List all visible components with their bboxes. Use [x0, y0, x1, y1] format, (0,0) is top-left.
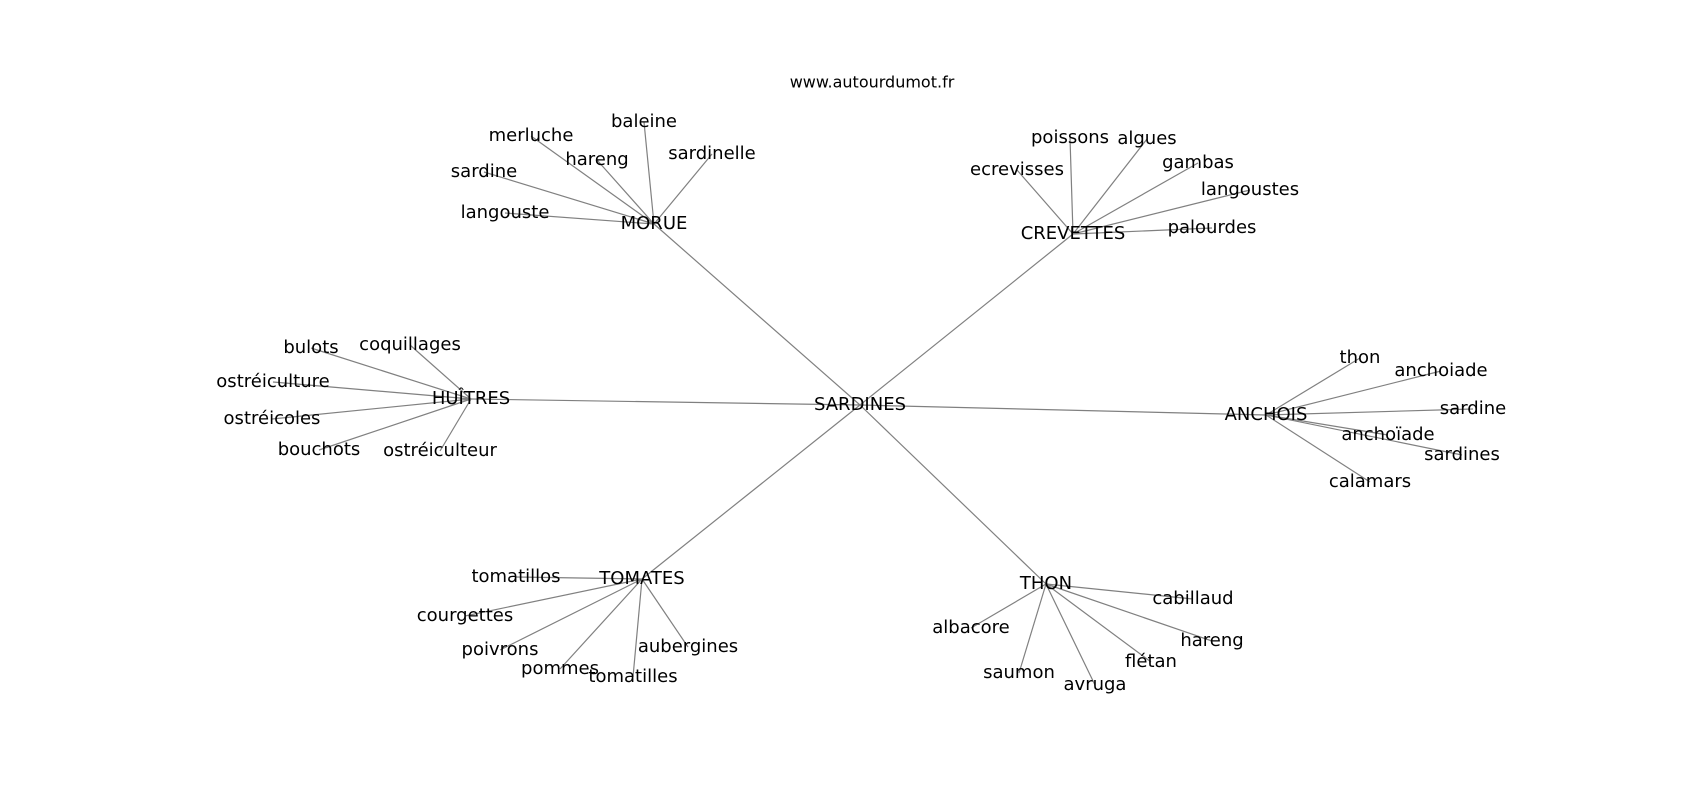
edge-center-thon [859, 404, 1047, 585]
leaf-node-crevettes-gambas: gambas [1162, 152, 1234, 173]
edge-center-crevettes [859, 233, 1074, 406]
leaf-node-morue-langouste: langouste [461, 202, 550, 223]
leaf-node-huitres-ostreicoles: ostréicoles [224, 408, 321, 429]
edge-huitres-ostreicoles [271, 398, 472, 420]
leaf-node-morue-sardinelle: sardinelle [668, 143, 755, 164]
edge-huitres-coquillages [409, 344, 472, 400]
leaf-node-huitres-ostreiculteur: ostréiculteur [383, 440, 497, 461]
hub-node-thon: THON [1019, 573, 1072, 594]
edge-morue-merluche [530, 135, 655, 225]
edge-anchois-sardines [1265, 414, 1463, 456]
leaf-node-crevettes-palourdes: palourdes [1168, 217, 1257, 238]
edge-tomates-poivrons [499, 578, 643, 651]
hub-node-tomates: TOMATES [598, 568, 684, 589]
edge-anchois-sardine [1265, 408, 1474, 416]
edge-morue-sardine [483, 171, 655, 225]
leaf-node-tomates-aubergines: aubergines [638, 636, 738, 657]
leaf-node-huitres-ostreiculture: ostréiculture [216, 371, 329, 392]
edge-morue-hareng [596, 159, 655, 225]
label-layer: SARDINES MORUE baleine merluche hareng sardin… [216, 111, 1506, 695]
edge-layer [271, 121, 1474, 686]
edge-center-anchois [859, 404, 1267, 416]
edge-huitres-ostreiculteur [439, 398, 472, 452]
leaf-node-anchois-sardines: sardines [1424, 444, 1500, 465]
edge-thon-saumon [1018, 583, 1047, 674]
edge-thon-avruga [1045, 583, 1096, 686]
leaf-node-huitres-coquillages: coquillages [359, 334, 461, 355]
leaf-node-anchois-anchoiade: anchoïade [1341, 424, 1434, 445]
edge-tomates-tomatillos [515, 576, 643, 580]
hub-node-anchois: ANCHOIS [1225, 404, 1308, 425]
edge-crevettes-ecrevisses [1016, 169, 1074, 235]
leaf-node-thon-fletan: flétan [1125, 651, 1177, 672]
leaf-node-morue-baleine: baleine [611, 111, 677, 132]
leaf-node-crevettes-ecrevisses: ecrevisses [970, 159, 1064, 180]
edge-tomates-courgettes [464, 578, 643, 617]
hub-node-morue: MORUE [621, 213, 688, 234]
center-node-label: SARDINES [814, 394, 906, 415]
edge-morue-langouste [504, 212, 655, 225]
edge-huitres-ostreiculture [272, 381, 472, 400]
watermark: www.autourdumot.fr [790, 73, 955, 92]
leaf-node-anchois-calamars: calamars [1329, 471, 1411, 492]
leaf-node-tomates-pommes: pommes [521, 658, 599, 679]
edge-crevettes-langoustes [1072, 189, 1251, 235]
edge-center-morue [653, 223, 861, 406]
edge-huitres-bouchots [318, 398, 472, 451]
edge-morue-baleine [643, 121, 655, 225]
edge-anchois-anchoiade [1265, 370, 1442, 416]
edge-anchois-calamars [1265, 414, 1371, 483]
edge-thon-fletan [1045, 583, 1152, 663]
edge-crevettes-palourdes [1072, 227, 1213, 235]
leaf-node-tomates-tomatilles: tomatilles [588, 666, 677, 687]
edge-crevettes-algues [1072, 138, 1148, 235]
edge-thon-hareng [1045, 583, 1213, 642]
leaf-node-thon-cabillaud: cabillaud [1152, 588, 1233, 609]
leaf-node-huitres-bouchots: bouchots [278, 439, 361, 460]
edge-tomates-aubergines [641, 578, 689, 648]
edge-tomates-tomatilles [632, 578, 643, 678]
leaf-node-thon-saumon: saumon [983, 662, 1055, 683]
hub-node-crevettes: CREVETTES [1021, 223, 1126, 244]
leaf-node-huitres-bulots: bulots [283, 337, 338, 358]
edge-crevettes-poissons [1069, 137, 1074, 235]
leaf-node-tomates-courgettes: courgettes [417, 605, 513, 626]
leaf-node-crevettes-poissons: poissons [1031, 127, 1109, 148]
edge-center-tomates [641, 404, 861, 580]
edge-thon-albacore [970, 583, 1047, 629]
leaf-node-anchois-thon: thon [1340, 347, 1381, 368]
edge-morue-sardinelle [653, 153, 713, 225]
edge-thon-cabillaud [1045, 583, 1194, 600]
leaf-node-morue-merluche: merluche [489, 125, 574, 146]
leaf-node-morue-hareng: hareng [565, 149, 628, 170]
leaf-node-crevettes-langoustes: langoustes [1201, 179, 1299, 200]
edge-center-huitres [470, 398, 861, 406]
hub-node-huitres: HUÎTRES [432, 387, 510, 409]
edge-huitres-bulots [310, 347, 472, 400]
leaf-node-tomates-tomatillos: tomatillos [471, 566, 560, 587]
edge-crevettes-gambas [1072, 162, 1199, 235]
edge-anchois-thon [1265, 357, 1361, 416]
leaf-node-thon-avruga: avruga [1064, 674, 1127, 695]
leaf-node-thon-hareng: hareng [1180, 630, 1243, 651]
leaf-node-tomates-poivrons: poivrons [462, 639, 539, 660]
leaf-node-crevettes-algues: algues [1117, 128, 1176, 149]
edge-tomates-pommes [559, 578, 643, 670]
leaf-node-anchois-anchoiade: anchoiade [1394, 360, 1487, 381]
edge-anchois-anchoiade [1265, 414, 1389, 436]
leaf-node-thon-albacore: albacore [932, 617, 1009, 638]
leaf-node-morue-sardine: sardine [451, 161, 517, 182]
leaf-node-anchois-sardine: sardine [1440, 398, 1506, 419]
